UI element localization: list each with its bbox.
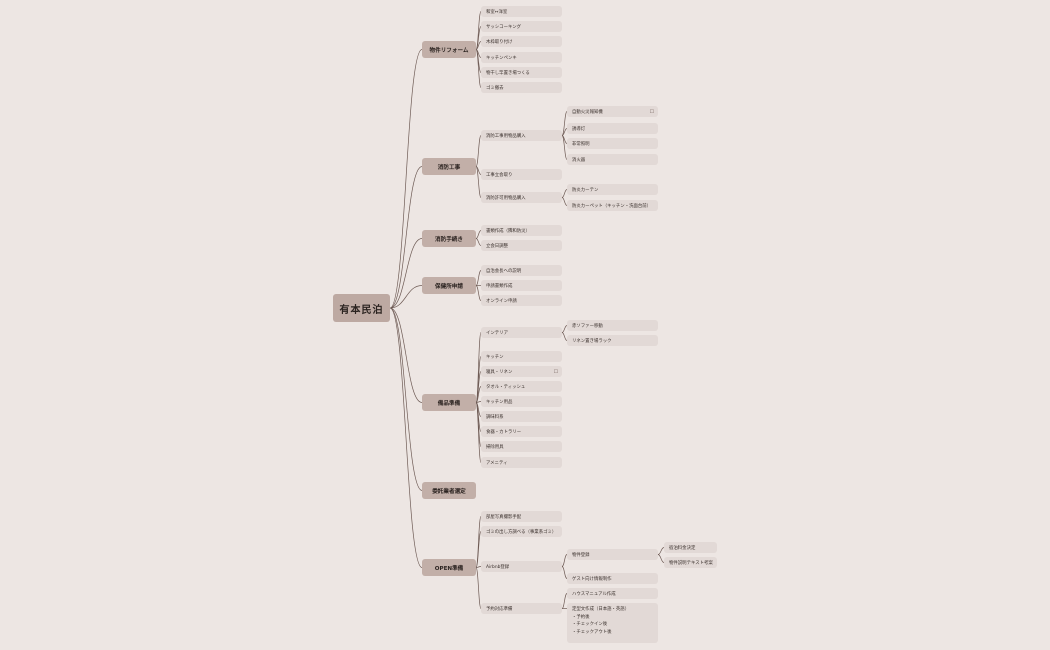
connector-line: [389, 285, 423, 309]
category-open-prep[interactable]: OPEN準備: [422, 559, 476, 576]
connector-line: [561, 554, 568, 567]
item-line: ・チェックイン後: [572, 622, 608, 627]
note-icon[interactable]: □: [649, 109, 654, 114]
list-item[interactable]: タオル・ティッシュ: [481, 381, 562, 392]
connector-line: [561, 332, 568, 341]
connector-line: [475, 386, 482, 403]
connector-line: [389, 307, 423, 568]
connector-line: [475, 516, 482, 568]
list-item[interactable]: ゴミ撤去: [481, 82, 562, 93]
connector-line: [475, 166, 482, 198]
list-item[interactable]: 予約対応準備: [481, 603, 562, 614]
connector-line: [475, 567, 482, 609]
list-item[interactable]: 寝具・リネン □: [481, 366, 562, 377]
connector-line: [389, 238, 423, 309]
list-item[interactable]: 物件登録: [567, 549, 658, 560]
list-item[interactable]: 消防許可用物品購入: [481, 192, 562, 203]
connector-line: [475, 135, 482, 167]
category-fire-procedures[interactable]: 消防手続き: [422, 230, 476, 247]
list-item[interactable]: リネン置き場ラック: [567, 335, 658, 346]
connector-line: [475, 270, 482, 286]
connector-line: [561, 189, 568, 198]
list-item[interactable]: 物件説明テキスト考案: [664, 557, 717, 568]
list-item-multiline[interactable]: 定型文作成（日本語・英語） ・予約後 ・チェックイン後 ・チェックアウト後: [567, 603, 658, 643]
list-item[interactable]: サッシコーキング: [481, 21, 562, 32]
category-fire-construction[interactable]: 消防工事: [422, 158, 476, 175]
connector-line: [561, 135, 568, 160]
category-renovation[interactable]: 物件リフォーム: [422, 41, 476, 58]
list-item[interactable]: アメニティ: [481, 457, 562, 468]
connector-line: [389, 307, 423, 491]
connector-line: [389, 49, 423, 309]
item-line: ・予約後: [572, 614, 590, 620]
list-item[interactable]: 工事立会取り: [481, 169, 562, 180]
list-item[interactable]: ハウスマニュアル作成: [567, 588, 658, 599]
connector-line: [657, 554, 665, 563]
list-item[interactable]: 非常照明: [567, 138, 658, 149]
connector-line: [475, 26, 482, 50]
list-item[interactable]: オンライン申請: [481, 295, 562, 306]
list-item[interactable]: 宿泊料金決定: [664, 542, 717, 553]
list-item[interactable]: 和室↔洋室: [481, 6, 562, 17]
list-item[interactable]: キッチン用品: [481, 396, 562, 407]
list-item[interactable]: 調味料系: [481, 411, 562, 422]
item-line: 定型文作成（日本語・英語）: [572, 607, 630, 612]
list-item[interactable]: 書類作成（隣和防災）: [481, 225, 562, 236]
item-label: 自動火災報知機: [572, 109, 603, 115]
root-node[interactable]: 有本民泊: [333, 294, 390, 322]
connector-line: [561, 566, 568, 579]
list-item[interactable]: 物干し竿置き場つくる: [481, 67, 562, 78]
list-item[interactable]: 防炎カーテン: [567, 184, 658, 195]
list-item[interactable]: キッチンペンキ: [481, 52, 562, 63]
list-item[interactable]: 消防工事用物品購入: [481, 130, 562, 141]
connector-line: [389, 307, 423, 403]
connector-line: [475, 285, 482, 301]
list-item[interactable]: キッチン: [481, 351, 562, 362]
connector-line: [657, 547, 665, 555]
connector-line: [561, 111, 568, 136]
connector-line: [561, 593, 568, 609]
connector-line: [475, 402, 482, 463]
list-item[interactable]: 立会日調整: [481, 240, 562, 251]
list-item[interactable]: ゲスト向け情報制作: [567, 573, 658, 584]
item-label: 寝具・リネン: [486, 369, 513, 375]
list-item[interactable]: 自動火災報知機 □: [567, 106, 658, 117]
connector-line: [561, 197, 568, 206]
connector-line: [475, 531, 482, 568]
list-item[interactable]: 赤ソファー移動: [567, 320, 658, 331]
list-item[interactable]: 掃除用具: [481, 441, 562, 452]
list-item[interactable]: 防炎カーペット（キッチン・洗面台前）: [567, 200, 658, 211]
connector-line: [389, 166, 423, 309]
list-item[interactable]: インテリア: [481, 327, 562, 338]
list-item[interactable]: 自治会長への説明: [481, 265, 562, 276]
category-supplies[interactable]: 備品準備: [422, 394, 476, 411]
list-item[interactable]: Airbnb登録: [481, 561, 562, 572]
list-item[interactable]: 食器・カトラリー: [481, 426, 562, 437]
note-icon[interactable]: □: [553, 369, 558, 374]
connector-line: [475, 230, 482, 239]
list-item[interactable]: 部屋写真撮影手配: [481, 511, 562, 522]
list-item[interactable]: 誘導灯: [567, 123, 658, 134]
list-item[interactable]: 消火器: [567, 154, 658, 165]
connector-line: [475, 49, 482, 88]
connector-line: [475, 41, 482, 50]
category-health-center[interactable]: 保健所申請: [422, 277, 476, 294]
category-contractor[interactable]: 委託業者選定: [422, 482, 476, 499]
list-item[interactable]: 木枠取り付け: [481, 36, 562, 47]
item-line: ・チェックアウト後: [572, 629, 612, 635]
list-item[interactable]: 申請書類作成: [481, 280, 562, 291]
connector-line: [475, 238, 482, 246]
connector-line: [475, 566, 482, 568]
list-item[interactable]: ゴミの出し方調べる（事業系ゴミ）: [481, 526, 562, 537]
